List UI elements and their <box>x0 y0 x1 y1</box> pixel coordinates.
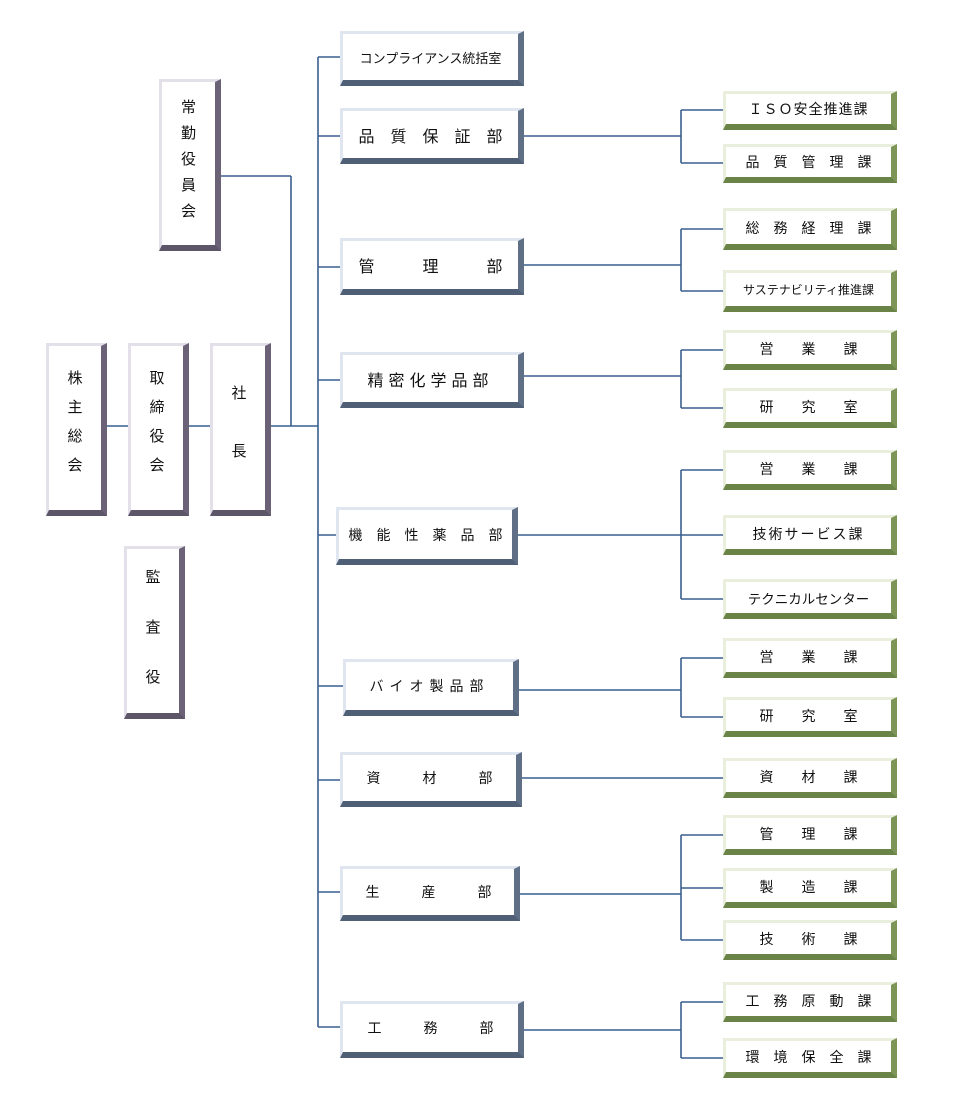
department-label: 生 産 部 <box>365 885 492 901</box>
section-management: 管 理 課 <box>723 815 897 855</box>
section-label: 管 理 課 <box>759 826 858 843</box>
section-technical-center: テクニカルセンター <box>723 579 897 619</box>
section-label: 工 務 原 動 課 <box>745 993 872 1010</box>
section-label: テクニカルセンター <box>747 591 870 608</box>
executive-committee-box: 常勤役員会 <box>159 79 221 251</box>
section-label: 営 業 課 <box>759 649 858 666</box>
board-of-directors-box: 取締役会 <box>128 343 189 516</box>
section-iso-safety: ＩＳＯ安全推進課 <box>723 91 897 130</box>
section-technical-service: 技術サービス課 <box>723 515 897 555</box>
section-label: 営 業 課 <box>759 461 858 478</box>
section-label: 技術サービス課 <box>752 526 865 543</box>
department-administration: 管 理 部 <box>340 238 524 295</box>
section-label: ＩＳＯ安全推進課 <box>748 102 869 118</box>
auditor-label: 監 査 役 <box>143 568 162 694</box>
section-environmental-protection: 環 境 保 全 課 <box>723 1038 897 1078</box>
department-bio-products: バイオ製品部 <box>343 659 519 716</box>
department-label: 機 能 性 薬 品 部 <box>348 527 503 544</box>
section-label: 営 業 課 <box>759 341 858 358</box>
section-sustainability: サステナビリティ推進課 <box>723 270 897 312</box>
section-label: 製 造 課 <box>759 879 858 896</box>
section-quality-control: 品 質 管 理 課 <box>723 144 897 183</box>
department-quality-assurance: 品 質 保 証 部 <box>340 108 524 164</box>
section-materials: 資 材 課 <box>723 758 897 798</box>
section-label: 総 務 経 理 課 <box>745 220 872 237</box>
shareholders-meeting-label: 株主総会 <box>65 370 84 486</box>
department-fine-chemicals: 精密化学品部 <box>340 352 524 408</box>
section-label: 研 究 室 <box>759 708 858 725</box>
section-sales: 営 業 課 <box>723 638 897 678</box>
president-box: 社 長 <box>210 343 271 516</box>
section-manufacturing: 製 造 課 <box>723 868 897 908</box>
department-label: バイオ製品部 <box>369 679 490 695</box>
section-technology: 技 術 課 <box>723 920 897 960</box>
department-label: 工 務 部 <box>367 1021 494 1037</box>
department-engineering: 工 務 部 <box>340 1001 524 1058</box>
section-label: 品 質 管 理 課 <box>745 155 872 171</box>
section-utilities: 工 務 原 動 課 <box>723 982 897 1022</box>
department-compliance-office: コンプライアンス統括室 <box>340 31 524 86</box>
department-label: 精密化学品部 <box>367 370 494 390</box>
section-research-lab: 研 究 室 <box>723 388 897 428</box>
section-label: 技 術 課 <box>759 931 858 948</box>
section-label: 資 材 課 <box>759 769 858 786</box>
department-functional-chemicals: 機 能 性 薬 品 部 <box>336 507 518 565</box>
board-of-directors-label: 取締役会 <box>147 370 166 486</box>
department-label: 管 理 部 <box>358 257 503 276</box>
department-label: コンプライアンス統括室 <box>359 51 502 67</box>
section-label: 研 究 室 <box>759 399 858 416</box>
department-label: 資 材 部 <box>366 771 493 787</box>
auditor-box: 監 査 役 <box>124 546 185 719</box>
department-materials: 資 材 部 <box>340 752 522 807</box>
section-label: サステナビリティ推進課 <box>742 283 875 297</box>
shareholders-meeting-box: 株主総会 <box>46 343 107 516</box>
section-research-lab: 研 究 室 <box>723 697 897 737</box>
department-label: 品 質 保 証 部 <box>358 126 503 146</box>
department-production: 生 産 部 <box>340 866 520 921</box>
section-sales: 営 業 課 <box>723 330 897 370</box>
section-sales: 営 業 課 <box>723 450 897 490</box>
section-label: 環 境 保 全 課 <box>745 1049 872 1066</box>
executive-committee-label: 常勤役員会 <box>179 98 197 229</box>
president-label: 社 長 <box>229 384 248 472</box>
section-general-affairs-accounting: 総 務 経 理 課 <box>723 208 897 250</box>
